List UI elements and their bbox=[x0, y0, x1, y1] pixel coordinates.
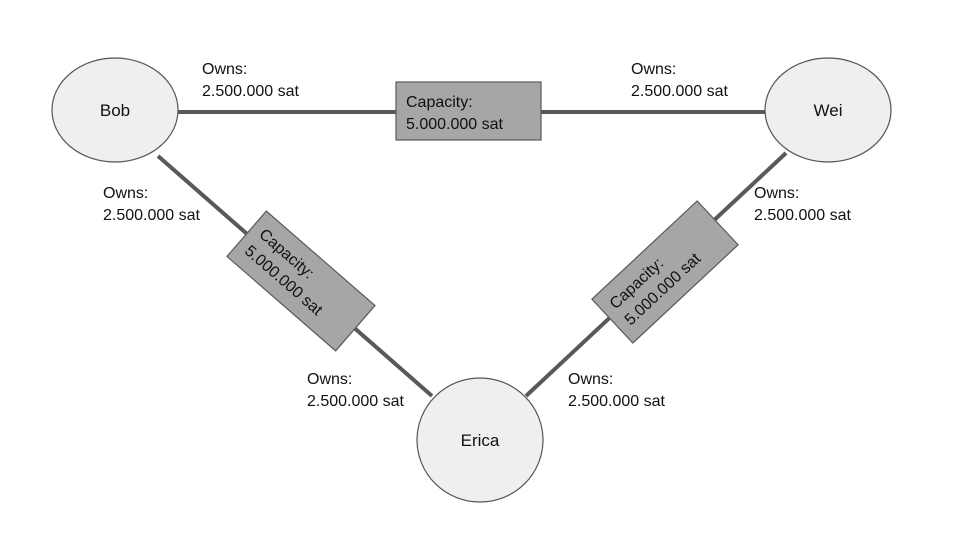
balance-wei-on-bob-wei: Owns: 2.500.000 sat bbox=[631, 61, 729, 100]
owns-label: Owns: bbox=[754, 185, 799, 202]
node-erica-label: Erica bbox=[461, 431, 500, 450]
owns-value: 2.500.000 sat bbox=[631, 83, 729, 100]
owns-value: 2.500.000 sat bbox=[202, 83, 300, 100]
balance-erica-on-wei-erica: Owns: 2.500.000 sat bbox=[568, 371, 666, 410]
owns-label: Owns: bbox=[103, 185, 148, 202]
owns-value: 2.500.000 sat bbox=[754, 207, 852, 224]
capacity-label-bob-wei: Capacity: bbox=[406, 94, 473, 111]
balance-erica-on-bob-erica: Owns: 2.500.000 sat bbox=[307, 371, 405, 410]
capacity-box-bob-wei: Capacity: 5.000.000 sat bbox=[395, 81, 542, 141]
capacity-box-wei-erica-rect bbox=[591, 200, 739, 344]
owns-label: Owns: bbox=[202, 61, 247, 78]
capacity-box-wei-erica: Capacity: 5.000.000 sat bbox=[591, 200, 739, 344]
node-wei-circle bbox=[764, 57, 892, 163]
owns-value: 2.500.000 sat bbox=[103, 207, 201, 224]
capacity-value-bob-wei: 5.000.000 sat bbox=[406, 116, 504, 133]
balance-bob-on-bob-wei: Owns: 2.500.000 sat bbox=[202, 61, 300, 100]
capacity-box-bob-erica: Capacity: 5.000.000 sat bbox=[226, 210, 376, 352]
node-bob-circle bbox=[51, 57, 179, 163]
node-erica[interactable]: Erica bbox=[416, 377, 544, 503]
owns-label: Owns: bbox=[307, 371, 352, 388]
owns-label: Owns: bbox=[631, 61, 676, 78]
owns-label: Owns: bbox=[568, 371, 613, 388]
owns-value: 2.500.000 sat bbox=[307, 393, 405, 410]
owns-value: 2.500.000 sat bbox=[568, 393, 666, 410]
node-wei-label: Wei bbox=[814, 101, 843, 120]
node-bob-label: Bob bbox=[100, 101, 130, 120]
node-erica-circle bbox=[416, 377, 544, 503]
capacity-box-bob-wei-rect bbox=[395, 81, 542, 141]
capacity-box-bob-erica-rect bbox=[226, 210, 376, 352]
balance-bob-on-bob-erica: Owns: 2.500.000 sat bbox=[103, 185, 201, 224]
node-bob[interactable]: Bob bbox=[51, 57, 179, 163]
node-wei[interactable]: Wei bbox=[764, 57, 892, 163]
balance-wei-on-wei-erica: Owns: 2.500.000 sat bbox=[754, 185, 852, 224]
